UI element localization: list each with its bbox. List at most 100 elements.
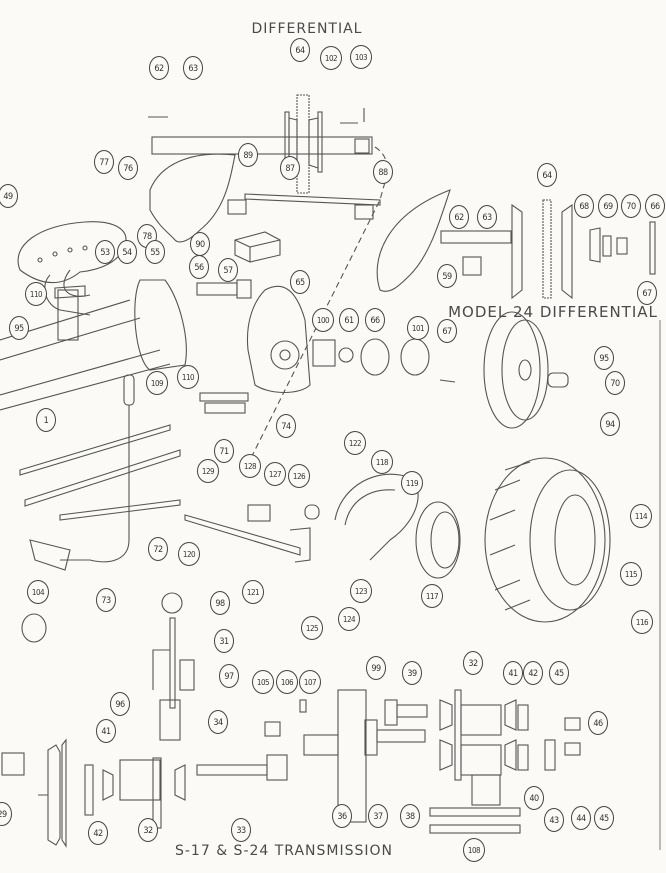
part-callout: 45 xyxy=(549,661,569,685)
part-callout: 127 xyxy=(264,462,286,486)
part-callout: 76 xyxy=(118,156,138,180)
part-callout: 119 xyxy=(401,471,423,495)
part-callout: 107 xyxy=(299,670,321,694)
part-callout: 53 xyxy=(95,240,115,264)
model24-differential xyxy=(440,199,656,300)
part-callout: 40 xyxy=(524,786,544,810)
transmission-title: S-17 & S-24 TRANSMISSION xyxy=(174,843,394,859)
part-callout: 66 xyxy=(645,194,665,218)
part-callout: 72 xyxy=(148,537,168,561)
differential-assembly xyxy=(148,94,388,461)
part-callout: 62 xyxy=(149,56,169,80)
gear-case-left xyxy=(134,279,187,371)
part-callout: 118 xyxy=(371,450,393,474)
part-callout: 36 xyxy=(332,804,352,828)
part-callout: 88 xyxy=(373,160,393,184)
fender-right xyxy=(376,189,451,292)
part-callout: 41 xyxy=(503,661,523,685)
part-callout: 38 xyxy=(400,804,420,828)
part-callout: 108 xyxy=(463,838,485,862)
part-callout: 96 xyxy=(110,692,130,716)
part-callout: 103 xyxy=(350,45,372,69)
part-callout: 49 xyxy=(0,184,18,208)
part-callout: 54 xyxy=(117,240,137,264)
part-callout: 101 xyxy=(407,316,429,340)
part-callout: 77 xyxy=(94,150,114,174)
part-callout: 125 xyxy=(301,616,323,640)
part-callout: 73 xyxy=(96,588,116,612)
part-callout: 128 xyxy=(239,454,261,478)
part-callout: 99 xyxy=(366,656,386,680)
part-callout: 63 xyxy=(183,56,203,80)
tractor-frame xyxy=(0,285,171,411)
wheel-rim xyxy=(483,311,569,429)
part-callout: 95 xyxy=(594,346,614,370)
part-callout: 122 xyxy=(344,431,366,455)
part-callout: 56 xyxy=(189,255,209,279)
part-callout: 124 xyxy=(338,607,360,631)
part-callout: 116 xyxy=(631,610,653,634)
part-callout: 65 xyxy=(290,270,310,294)
part-callout: 70 xyxy=(605,371,625,395)
part-callout: 45 xyxy=(594,806,614,830)
transmission-gears xyxy=(102,689,581,834)
part-callout: 1 xyxy=(36,408,56,432)
differential-title: DIFFERENTIAL xyxy=(251,21,363,37)
part-callout: 89 xyxy=(238,143,258,167)
part-callout: 66 xyxy=(365,308,385,332)
part-callout: 63 xyxy=(477,205,497,229)
part-callout: 41 xyxy=(96,719,116,743)
part-callout: 64 xyxy=(537,163,557,187)
part-callout: 44 xyxy=(571,806,591,830)
part-callout: 62 xyxy=(449,205,469,229)
part-callout: 97 xyxy=(219,664,239,688)
part-callout: 95 xyxy=(9,316,29,340)
part-callout: 105 xyxy=(252,670,274,694)
part-callout: 42 xyxy=(523,661,543,685)
part-callout: 120 xyxy=(178,542,200,566)
gear-case-right xyxy=(246,285,311,394)
part-callout: 121 xyxy=(242,580,264,604)
part-callout: 69 xyxy=(598,194,618,218)
part-callout: 32 xyxy=(463,651,483,675)
part-callout: 32 xyxy=(138,818,158,842)
tractor-tire xyxy=(484,457,611,623)
part-callout: 67 xyxy=(637,281,657,305)
part-callout: 123 xyxy=(350,579,372,603)
part-callout: 94 xyxy=(600,412,620,436)
part-callout: 64 xyxy=(290,38,310,62)
part-callout: 74 xyxy=(276,414,296,438)
part-callout: 70 xyxy=(621,194,641,218)
part-callout: 55 xyxy=(145,240,165,264)
part-callout: 102 xyxy=(320,46,342,70)
part-callout: 31 xyxy=(214,629,234,653)
part-callout: 34 xyxy=(208,710,228,734)
part-callout: 104 xyxy=(27,580,49,604)
part-callout: 114 xyxy=(630,504,652,528)
brake-drum xyxy=(415,501,461,579)
part-callout: 43 xyxy=(544,808,564,832)
part-callout: 42 xyxy=(88,821,108,845)
brake-frame xyxy=(19,374,249,571)
part-callout: 129 xyxy=(197,459,219,483)
brake-band xyxy=(184,473,419,563)
part-callout: 100 xyxy=(312,308,334,332)
part-callout: 98 xyxy=(210,591,230,615)
fender-left xyxy=(149,153,236,243)
part-callout: 90 xyxy=(190,232,210,256)
bearing-plate xyxy=(312,339,336,367)
part-callout: 46 xyxy=(588,711,608,735)
model24-differential-title: MODEL 24 DIFFERENTIAL xyxy=(448,303,658,321)
tool-box xyxy=(234,231,281,263)
part-callout: 39 xyxy=(402,661,422,685)
part-callout: 33 xyxy=(231,818,251,842)
part-callout: 57 xyxy=(218,258,238,282)
fender-brace xyxy=(227,193,381,220)
part-callout: 87 xyxy=(280,156,300,180)
part-callout: 110 xyxy=(25,282,47,306)
part-callout: 115 xyxy=(620,562,642,586)
part-callout: 37 xyxy=(368,804,388,828)
part-callout: 67 xyxy=(437,319,457,343)
part-callout: 71 xyxy=(214,439,234,463)
